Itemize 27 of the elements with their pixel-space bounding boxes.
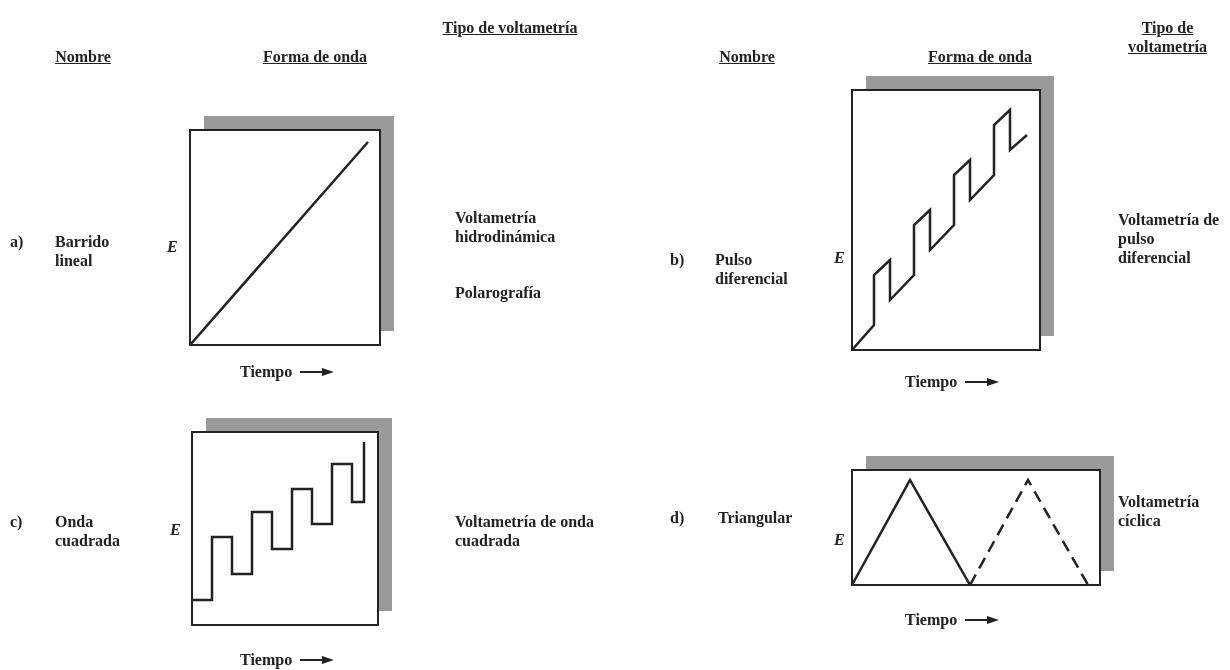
column-header: Tipo de voltametría [1126,18,1209,56]
axis-label: E [834,530,846,549]
column-header: Nombre [54,47,112,66]
waveform-name: Triangular [718,508,794,527]
row-letter: a) [10,232,25,251]
column-header: Nombre [718,47,776,66]
axis-label: Tiempo [905,610,959,629]
waveform-name: Pulso diferencial [715,250,789,288]
column-header: Forma de onda [262,47,368,66]
column-header: Forma de onda [927,47,1033,66]
voltammetry-type: Voltametría de pulso diferencial [1118,210,1221,267]
waveform-name: Barrido lineal [55,232,111,270]
row-letter: d) [670,508,686,527]
axis-label: Tiempo [240,650,294,669]
axis-label: E [834,248,846,267]
voltammetry-type: Voltametría hidrodinámica [455,208,557,246]
axis-label: Tiempo [240,362,294,381]
row-letter: c) [10,512,24,531]
axis-label: Tiempo [905,372,959,391]
axis-label: E [170,520,182,539]
voltammetry-type: Voltametría de onda cuadrada [455,512,595,550]
row-letter: b) [670,250,686,269]
waveform-name: Onda cuadrada [55,512,121,550]
column-header: Tipo de voltametría [441,18,579,37]
voltammetry-type: Polarografía [455,283,542,302]
axis-label: E [167,237,179,256]
voltammetry-type: Voltametría cíclica [1118,492,1201,530]
